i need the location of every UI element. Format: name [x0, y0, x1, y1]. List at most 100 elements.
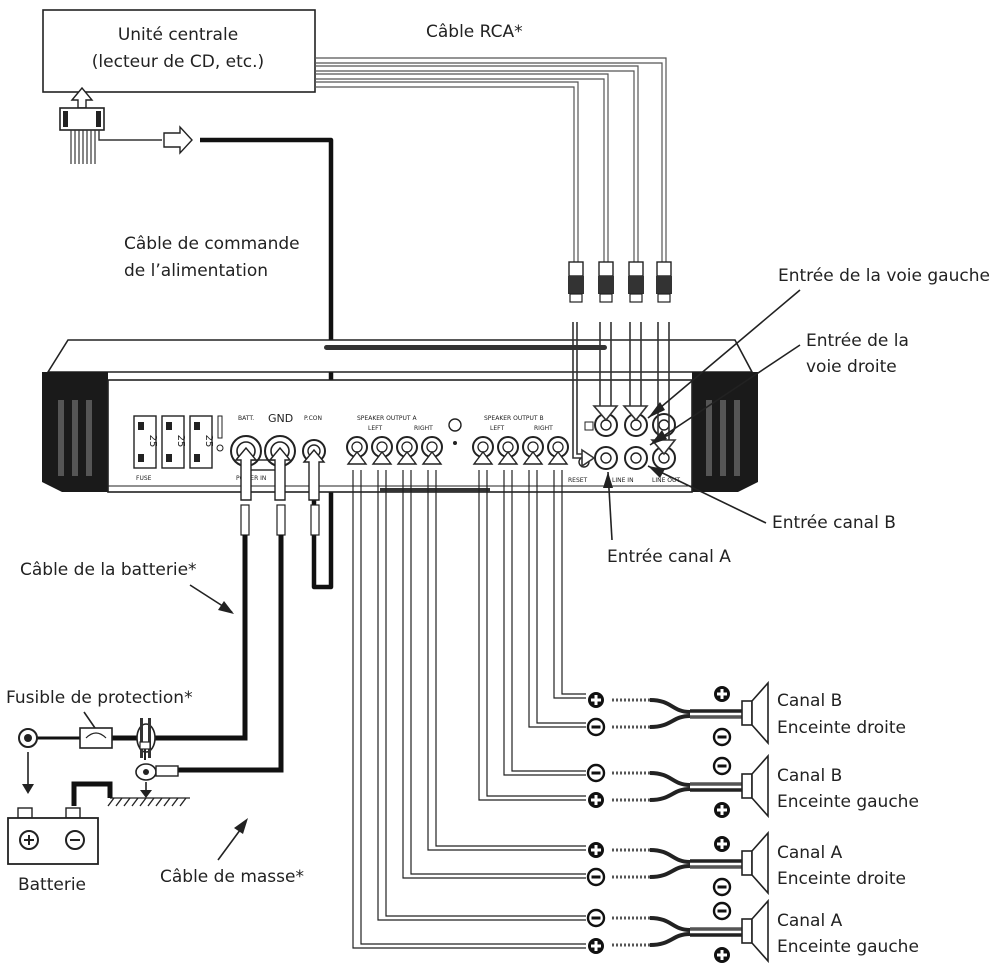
minus-icon — [586, 717, 606, 737]
speaker-icon — [741, 830, 769, 896]
up-arrow-icon — [371, 450, 393, 465]
fuse-rating: 25 — [175, 435, 186, 448]
speaker-name: Enceinte gauche — [777, 937, 919, 957]
rca-plug — [628, 261, 644, 303]
head-unit: Unité centrale (lecteur de CD, etc.) — [42, 9, 316, 93]
inline-fuse — [79, 727, 113, 749]
channel-a-input-label: Entrée canal A — [607, 547, 731, 567]
batt-label: BATT. — [238, 415, 254, 422]
rca-plugs — [568, 261, 672, 303]
line-in-label: LINE IN — [612, 477, 634, 484]
ground-terminal — [135, 741, 179, 798]
rca-plug — [568, 261, 584, 303]
head-unit-subtitle: (lecteur de CD, etc.) — [92, 52, 264, 72]
speaker-cables — [612, 698, 742, 947]
cable-ends — [240, 504, 320, 536]
minus-icon — [586, 867, 606, 887]
down-arrow-icon — [22, 784, 34, 794]
speaker-polarity — [712, 686, 732, 963]
gnd-label: GND — [268, 412, 293, 425]
up-arrow-icon — [547, 450, 569, 465]
up-arrow-icon — [421, 450, 443, 465]
up-arrow-icon — [497, 450, 519, 465]
minus-icon — [586, 908, 606, 928]
up-arrow-icon — [396, 450, 418, 465]
polarity-symbols — [586, 692, 606, 954]
plus-icon — [714, 686, 730, 702]
line-out-label: LINE OUT — [652, 477, 680, 484]
right-input-label-2: voie droite — [806, 357, 897, 377]
speaker-channel: Canal B — [777, 766, 842, 786]
speaker-icon — [741, 680, 769, 746]
up-arrow-icon — [268, 446, 292, 501]
speaker-output-a-label: SPEAKER OUTPUT A — [357, 415, 417, 422]
minus-icon — [586, 763, 606, 783]
left-b-label: LEFT — [490, 425, 504, 432]
left-input-label: Entrée de la voie gauche — [778, 266, 990, 286]
head-unit-title: Unité centrale — [118, 25, 238, 45]
power-control-label-2: de l’alimentation — [124, 261, 268, 281]
rca-arrow-heads — [581, 405, 677, 468]
rca-cables — [315, 57, 667, 262]
battery-cable-label: Câble de la batterie* — [20, 560, 197, 580]
ring-terminal — [18, 728, 38, 748]
amplifier — [42, 339, 758, 493]
up-arrow-icon — [234, 446, 258, 501]
power-terminal-arrows — [234, 446, 326, 501]
rca-cable-label: Câble RCA* — [426, 22, 523, 42]
harness-connector — [59, 86, 193, 164]
up-arrow-icon — [472, 450, 494, 465]
plus-icon — [714, 947, 730, 963]
up-arrow-icon — [70, 86, 94, 109]
up-arrow-icon — [302, 448, 326, 501]
fuse-rating: 25 — [203, 435, 214, 448]
channel-b-input-label: Entrée canal B — [772, 513, 896, 533]
speaker-icon — [741, 753, 769, 819]
up-arrow-icon — [346, 450, 368, 465]
battery-label: Batterie — [18, 875, 86, 895]
right-b-label: RIGHT — [534, 425, 553, 432]
power-control-cable — [200, 137, 334, 590]
plus-icon — [588, 938, 604, 954]
reset-label: RESET — [568, 477, 588, 484]
speaker-channel: Canal A — [777, 843, 843, 863]
speaker-output-b-label: SPEAKER OUTPUT B — [484, 415, 544, 422]
plus-icon — [588, 792, 604, 808]
left-a-label: LEFT — [368, 425, 382, 432]
speaker-channel: Canal B — [777, 691, 842, 711]
fuse-rating: 25 — [147, 435, 158, 448]
power-control-label-1: Câble de commande — [124, 234, 300, 254]
fuse-panel-label: FUSE — [136, 475, 152, 482]
minus-icon — [712, 901, 732, 921]
minus-icon — [712, 756, 732, 776]
speaker-name: Enceinte droite — [777, 718, 906, 738]
speaker-icons — [741, 680, 769, 964]
plus-icon — [714, 836, 730, 852]
down-arrow-icon — [622, 405, 649, 422]
up-arrow-icon — [522, 450, 544, 465]
minus-icon — [712, 727, 732, 747]
speaker-labels: Canal B Enceinte droite Canal B Enceinte… — [777, 691, 919, 957]
right-input-label-1: Entrée de la — [806, 331, 909, 351]
rca-plug — [598, 261, 614, 303]
speaker-wires — [352, 470, 586, 949]
right-arrow-icon — [163, 125, 193, 155]
minus-icon — [712, 877, 732, 897]
ground-cable — [178, 535, 284, 773]
rca-plug — [656, 261, 672, 303]
speaker-icon — [741, 898, 769, 964]
plus-icon — [588, 842, 604, 858]
battery-cable — [150, 535, 248, 741]
plus-icon — [588, 692, 604, 708]
speaker-terminal-arrows — [346, 450, 569, 465]
down-arrow-icon — [140, 790, 152, 798]
right-arrow-icon — [581, 448, 596, 468]
speaker-name: Enceinte gauche — [777, 792, 919, 812]
fuse-label: Fusible de protection* — [6, 688, 193, 708]
plus-icon — [714, 802, 730, 818]
speaker-channel: Canal A — [777, 911, 843, 931]
chassis-ground — [107, 797, 190, 807]
speaker-name: Enceinte droite — [777, 869, 906, 889]
right-a-label: RIGHT — [414, 425, 433, 432]
